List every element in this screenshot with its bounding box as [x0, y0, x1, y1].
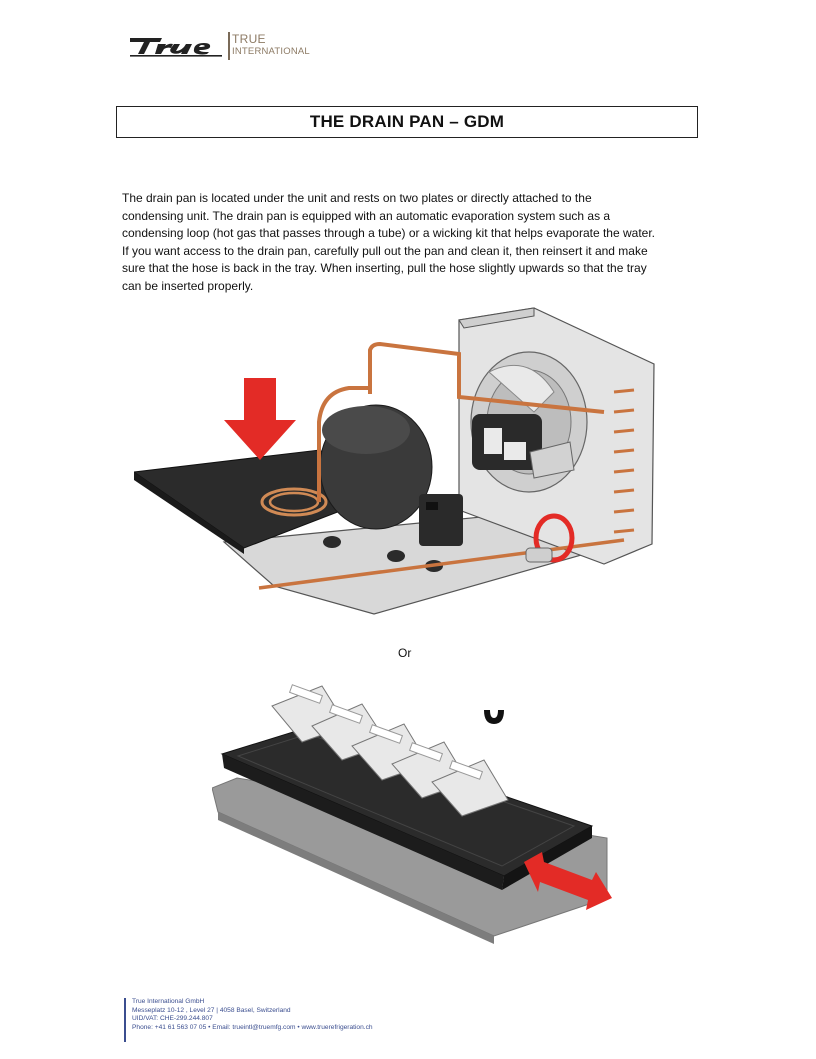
condensing-unit-illustration: [134, 307, 655, 615]
wicking-kit-illustration: [212, 684, 612, 944]
body-line: If you want access to the drain pan, car…: [122, 243, 648, 258]
footer-vat: UID/VAT: CHE-299.244.807: [132, 1015, 213, 1023]
double-arrow-icon: [524, 852, 612, 910]
footer-company: True International GmbH: [132, 998, 205, 1005]
clip-icon: [484, 710, 504, 724]
body-paragraph: The drain pan is located under the unit …: [122, 190, 700, 295]
footer-contact: Phone: +41 61 563 07 05 • Email: trueint…: [132, 1023, 373, 1031]
brand-name: TRUE: [232, 32, 266, 46]
body-line: sure that the hose is back in the tray. …: [122, 261, 647, 275]
body-line: The drain pan is located under the unit …: [122, 191, 592, 205]
page-title: THE DRAIN PAN – GDM: [309, 112, 505, 131]
true-logo-icon: [130, 38, 222, 57]
footer-address: Messeplatz 10-12 , Level 27 | 4058 Basel…: [132, 1006, 291, 1014]
separator-text: Or: [398, 646, 412, 660]
footer: True International GmbH Messeplatz 10-12…: [124, 998, 373, 1042]
brand-subtitle: INTERNATIONAL: [232, 46, 310, 57]
body-line: condensing loop (hot gas that passes thr…: [122, 226, 655, 240]
body-line: condensing unit. The drain pan is equipp…: [122, 208, 611, 223]
down-arrow-icon: [224, 378, 296, 460]
logo-divider: [228, 32, 230, 60]
title-box: THE DRAIN PAN – GDM: [116, 106, 698, 138]
body-line: can be inserted properly.: [122, 278, 254, 293]
